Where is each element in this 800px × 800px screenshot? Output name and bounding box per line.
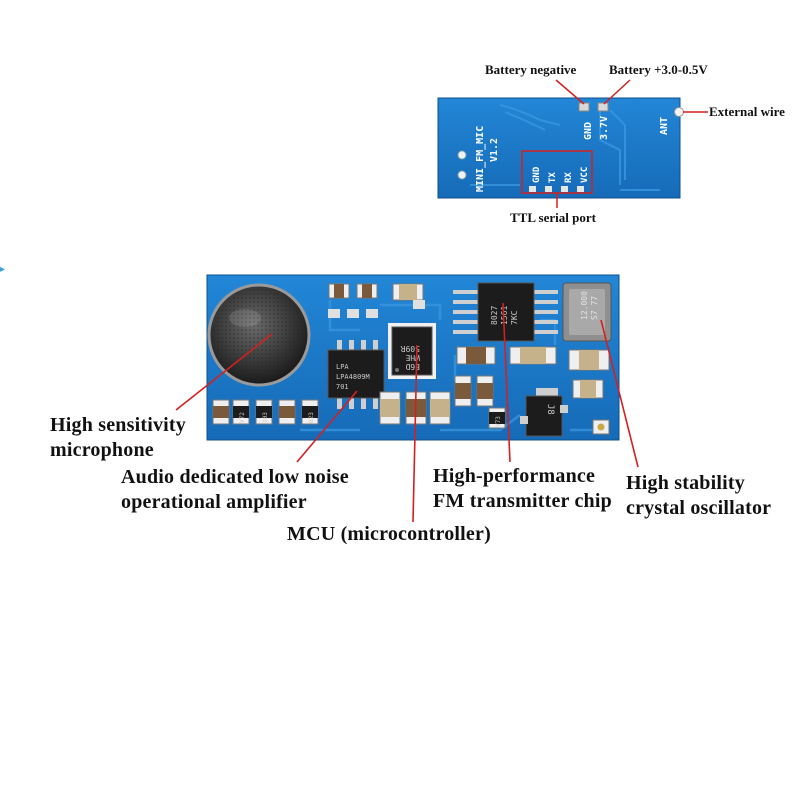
smd-components-top: [328, 283, 425, 318]
crystal-oscillator: 12.000 S7 77: [562, 282, 612, 342]
silkscreen-model: MINI_FM_MIC: [475, 126, 486, 192]
microphone-component: [207, 283, 311, 387]
serial-pad: [561, 186, 568, 192]
amplifier-pointer: [296, 390, 358, 463]
battery-positive-pad: [597, 102, 609, 112]
ttl-serial-port-label: TTL serial port: [510, 210, 596, 225]
battery-negative-label: Battery negative: [485, 62, 577, 77]
top-board-back-view: MINI_FM_MIC V1.2 GND 3.7V ANT GND TX RX …: [437, 79, 708, 208]
svg-text:623: 623: [308, 412, 315, 423]
oscillator-label-line-1: High stability: [626, 472, 745, 494]
battery-negative-pointer: [555, 79, 585, 105]
svg-text:509R: 509R: [401, 344, 420, 353]
amplifier-label-line-2: operational amplifier: [121, 491, 307, 513]
svg-text:8027: 8027: [490, 306, 499, 325]
silkscreen-ant: ANT: [659, 117, 670, 135]
svg-text:V72: V72: [239, 412, 246, 423]
battery-positive-label: Battery +3.0-0.5V: [609, 62, 708, 77]
mounting-hole: [457, 150, 467, 160]
silkscreen-pin-vcc: VCC: [580, 167, 590, 183]
silkscreen-pin-rx: RX: [564, 172, 574, 183]
mounting-hole: [457, 170, 467, 180]
antenna-pad: [674, 107, 684, 117]
silkscreen-power: 3.7V: [599, 116, 610, 140]
oscillator-label: High stability crystal oscillator: [626, 471, 771, 521]
mcu-label: MCU (microcontroller): [287, 523, 491, 545]
transistor: J8: [520, 388, 568, 437]
serial-pad: [545, 186, 552, 192]
svg-text:V73: V73: [495, 416, 502, 427]
microphone-pointer: [175, 333, 273, 411]
svg-text:S7 77: S7 77: [590, 296, 599, 320]
svg-text:E6D: E6D: [405, 362, 420, 371]
battery-positive-pointer: [603, 79, 631, 105]
silkscreen-pin-tx: TX: [548, 172, 558, 183]
svg-text:J8: J8: [545, 404, 555, 415]
microphone-label: High sensitivity microphone: [50, 413, 186, 463]
svg-text:WHE: WHE: [405, 353, 420, 362]
microphone-label-line-1: High sensitivity: [50, 414, 186, 436]
serial-pad: [529, 186, 536, 192]
silkscreen-pin-gnd: GND: [532, 166, 542, 183]
fm-chip-label: High-performance FM transmitter chip: [433, 464, 612, 514]
gnd-pad: [578, 102, 590, 112]
svg-text:12.000: 12.000: [580, 291, 589, 320]
fm-chip-label-line-1: High-performance: [433, 465, 596, 487]
oscillator-label-line-2: crystal oscillator: [626, 497, 772, 519]
amplifier-label: Audio dedicated low noise operational am…: [121, 465, 349, 515]
svg-text:1561: 1561: [500, 306, 509, 325]
fm-transmitter-chip: 8027 1561 7KC: [453, 282, 558, 342]
bottom-board-front-view: LPA LPA4809M 701 509R WHE E6D 8027 1561 …: [175, 274, 639, 523]
oscillator-pointer: [600, 319, 639, 468]
svg-text:7KC: 7KC: [510, 310, 519, 325]
svg-text:LPA: LPA: [336, 363, 349, 371]
silkscreen-version: V1.2: [489, 138, 500, 162]
fm-chip-pointer: [502, 302, 511, 463]
mcu-chip: 509R WHE E6D: [388, 323, 436, 379]
edge-marker: ▸: [0, 264, 5, 275]
svg-text:LPA4809M: LPA4809M: [336, 373, 370, 381]
silkscreen-gnd: GND: [583, 122, 594, 140]
smd-components-middle: [454, 346, 610, 407]
mcu-pointer: [412, 344, 418, 523]
svg-text:701: 701: [336, 383, 349, 391]
microphone-label-line-2: microphone: [50, 439, 154, 461]
external-wire-label: External wire: [709, 104, 785, 119]
amplifier-label-line-1: Audio dedicated low noise: [121, 466, 349, 488]
svg-text:103: 103: [262, 412, 269, 423]
fm-chip-label-line-2: FM transmitter chip: [433, 490, 612, 512]
serial-pad: [577, 186, 584, 192]
opamp-chip: LPA LPA4809M 701: [327, 340, 385, 409]
